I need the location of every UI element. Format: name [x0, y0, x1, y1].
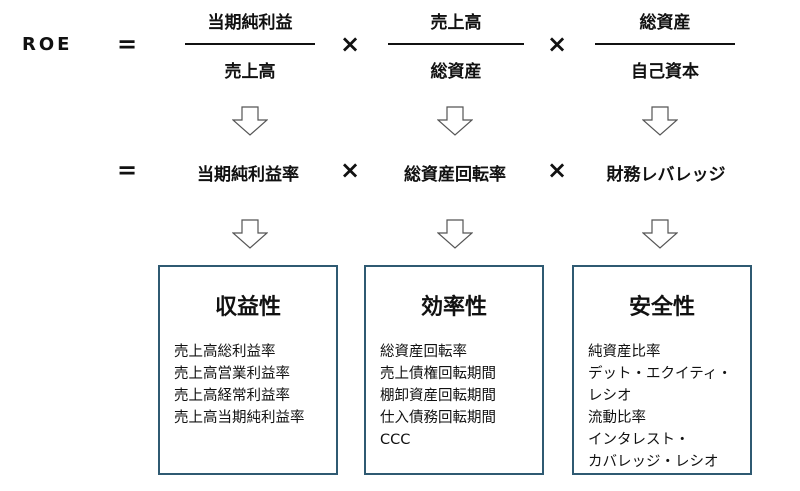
down-arrow-icon [642, 219, 678, 249]
list-item: カバレッジ・レシオ [588, 454, 719, 470]
fraction-numerator: 売上高 [430, 13, 482, 33]
list-item: 仕入債務回転期間 [380, 410, 496, 426]
safety-box: 安全性 純資産比率 デット・エクイティ・ レシオ 流動比率 インタレスト・ カバ… [572, 265, 752, 475]
list-item: 売上高総利益率 [174, 344, 276, 360]
fraction-bar [185, 43, 315, 45]
fraction-denominator: 総資産 [430, 62, 482, 82]
list-item: 売上債権回転期間 [380, 366, 496, 382]
list-item: 棚卸資産回転期間 [380, 388, 496, 404]
fraction-net-margin: 当期純利益 売上高 [185, 8, 315, 82]
list-item: デット・エクイティ・ [588, 366, 732, 382]
metric-list: 純資産比率 デット・エクイティ・ レシオ 流動比率 インタレスト・ カバレッジ・… [588, 341, 750, 473]
term-total-asset-turnover: 総資産回転率 [404, 165, 506, 185]
down-arrow-icon [437, 219, 473, 249]
list-item: 流動比率 [588, 410, 646, 426]
fraction-numerator: 当期純利益 [207, 13, 293, 33]
equals-sign-1: = [117, 30, 138, 58]
multiply-sign-3: × [340, 156, 361, 184]
list-item: 純資産比率 [588, 344, 661, 360]
multiply-sign-4: × [547, 156, 568, 184]
equals-sign-2: = [117, 156, 138, 184]
multiply-sign-1: × [340, 30, 361, 58]
down-arrow-icon [642, 106, 678, 136]
list-item: レシオ [588, 388, 632, 404]
term-net-profit-margin: 当期純利益率 [197, 165, 299, 185]
list-item: 売上高経常利益率 [174, 388, 290, 404]
profitability-box: 収益性 売上高総利益率 売上高営業利益率 売上高経常利益率 売上高当期純利益率 [158, 265, 338, 475]
metric-list: 売上高総利益率 売上高営業利益率 売上高経常利益率 売上高当期純利益率 [174, 341, 336, 429]
list-item: 売上高営業利益率 [174, 366, 290, 382]
fraction-numerator: 総資産 [639, 13, 691, 33]
list-item: 売上高当期純利益率 [174, 410, 305, 426]
down-arrow-icon [232, 106, 268, 136]
metric-list: 総資産回転率 売上債権回転期間 棚卸資産回転期間 仕入債務回転期間 CCC [380, 341, 542, 451]
fraction-leverage: 総資産 自己資本 [595, 8, 735, 82]
fraction-bar [595, 43, 735, 45]
list-item: CCC [380, 432, 411, 448]
list-item: 総資産回転率 [380, 344, 467, 360]
multiply-sign-2: × [547, 30, 568, 58]
box-title: 収益性 [214, 295, 281, 320]
roe-label: ROE [22, 34, 73, 55]
fraction-asset-turnover: 売上高 総資産 [388, 8, 524, 82]
down-arrow-icon [232, 219, 268, 249]
box-title: 安全性 [628, 295, 695, 320]
down-arrow-icon [437, 106, 473, 136]
list-item: インタレスト・ [588, 432, 690, 448]
term-financial-leverage: 財務レバレッジ [606, 165, 726, 185]
fraction-denominator: 売上高 [224, 62, 276, 82]
box-title: 効率性 [420, 295, 487, 320]
fraction-bar [388, 43, 524, 45]
fraction-denominator: 自己資本 [631, 62, 699, 82]
efficiency-box: 効率性 総資産回転率 売上債権回転期間 棚卸資産回転期間 仕入債務回転期間 CC… [364, 265, 544, 475]
